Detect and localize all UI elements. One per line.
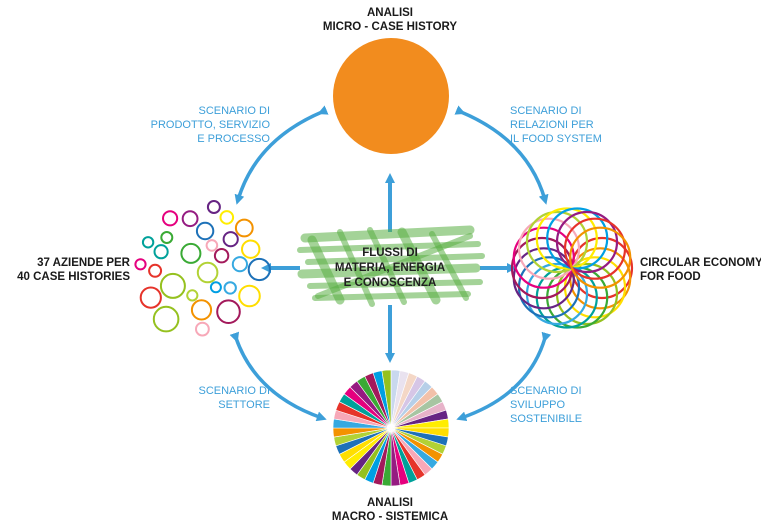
cluster-ring [195, 321, 210, 337]
center-green-scribble [297, 225, 485, 307]
bottom-node-title: ANALISI [367, 497, 413, 509]
right-node-spirograph [510, 207, 634, 329]
cluster-ring [181, 210, 199, 228]
scenario-top-right-line1: SCENARIO DI [510, 105, 582, 117]
scribble-stroke [300, 225, 475, 243]
spiro-ring [517, 217, 581, 280]
spiro-ring [525, 210, 589, 274]
center-node-line1: FLUSSI DI [362, 247, 418, 259]
cluster-ring [196, 261, 219, 284]
cluster-ring [222, 231, 239, 248]
right-node-label: CIRCULAR ECONOMY FOR FOOD [640, 256, 761, 284]
bottom-node-label: ANALISI MACRO - SISTEMICA [300, 496, 480, 524]
cluster-ring [234, 218, 254, 238]
scenario-bottom-right-line2: SVILUPPO [510, 399, 566, 411]
bottom-node-striped-pie [332, 369, 450, 487]
left-node-label: 37 AZIENDE PER 40 CASE HISTORIES [6, 256, 130, 284]
scenario-bottom-left: SCENARIO DI SETTORE [130, 384, 270, 412]
left-node-line1: 37 AZIENDE PER [37, 257, 130, 269]
scribble-stroke [305, 253, 485, 265]
center-node-line2: MATERIA, ENERGIA [334, 262, 446, 274]
right-node-line2: FOR FOOD [640, 271, 701, 283]
spiro-ring [535, 207, 598, 270]
spiro-ring [555, 210, 619, 274]
cluster-ring [186, 289, 199, 302]
spiro-ring [546, 207, 609, 270]
cluster-ring [180, 242, 202, 264]
top-node-subtitle: MICRO - CASE HISTORY [322, 21, 458, 33]
cluster-ring [206, 200, 221, 214]
scenario-top-left-line1: SCENARIO DI [198, 105, 270, 117]
scenario-bottom-right-line3: SOSTENIBILE [510, 413, 583, 425]
scenario-top-right-line3: IL FOOD SYSTEM [510, 133, 602, 145]
bottom-node-subtitle: MACRO - SISTEMICA [331, 511, 449, 523]
cluster-ring [216, 299, 241, 325]
scenario-top-left-line3: E PROCESSO [197, 133, 270, 145]
arc-top-left [234, 105, 329, 205]
scenario-top-left: SCENARIO DI PRODOTTO, SERVIZIO E PROCESS… [130, 104, 270, 146]
cluster-ring [241, 239, 261, 259]
center-node-line3: E CONOSCENZA [343, 277, 437, 289]
cluster-ring [219, 210, 235, 225]
arc-bottom-left [229, 331, 327, 422]
spiro-ring [512, 226, 575, 289]
cluster-ring [205, 239, 219, 252]
cluster-ring [238, 284, 261, 308]
arc-top-right [454, 105, 549, 205]
cluster-ring [195, 221, 215, 241]
right-node-line1: CIRCULAR ECONOMY [640, 257, 761, 269]
pie-slice [381, 369, 392, 429]
cluster-ring [152, 305, 180, 333]
top-node-orange-circle [333, 38, 449, 154]
cluster-ring [231, 256, 248, 273]
cluster-ring [153, 244, 169, 260]
left-node-line2: 40 CASE HISTORIES [17, 271, 130, 283]
cluster-ring [134, 258, 147, 271]
cluster-ring [209, 281, 222, 294]
top-node-label: ANALISI MICRO - CASE HISTORY [300, 6, 480, 34]
cluster-ring [160, 231, 174, 244]
cluster-ring [223, 281, 237, 295]
scenario-top-right-line2: RELAZIONI PER [510, 119, 594, 131]
spiro-ring [563, 217, 627, 280]
cluster-ring [139, 286, 162, 309]
cluster-ring [141, 236, 155, 249]
left-node-ring-cluster [134, 200, 271, 337]
scenario-bottom-left-line1: SCENARIO DI [198, 385, 270, 397]
scenario-bottom-right: SCENARIO DI SVILUPPO SOSTENIBILE [510, 384, 650, 426]
cluster-ring [213, 248, 230, 264]
cluster-ring [162, 210, 179, 227]
scribble-stroke [315, 233, 473, 299]
scenario-bottom-left-line2: SETTORE [218, 399, 270, 411]
center-node-label: FLUSSI DI MATERIA, ENERGIA E CONOSCENZA [320, 246, 460, 291]
scribble-stroke [337, 229, 375, 307]
cluster-ring [247, 257, 271, 282]
arc-bottom-right [456, 331, 552, 422]
spiro-ring [569, 226, 632, 289]
scenario-top-right: SCENARIO DI RELAZIONI PER IL FOOD SYSTEM [510, 104, 650, 146]
cluster-ring [159, 272, 186, 299]
scribble-stroke [397, 227, 441, 305]
scribble-stroke [429, 231, 469, 301]
scenario-bottom-right-line1: SCENARIO DI [510, 385, 582, 397]
scenario-top-left-line2: PRODOTTO, SERVIZIO [150, 119, 270, 131]
cluster-ring [148, 263, 163, 278]
cluster-ring [190, 299, 213, 321]
top-node-title: ANALISI [367, 7, 413, 19]
